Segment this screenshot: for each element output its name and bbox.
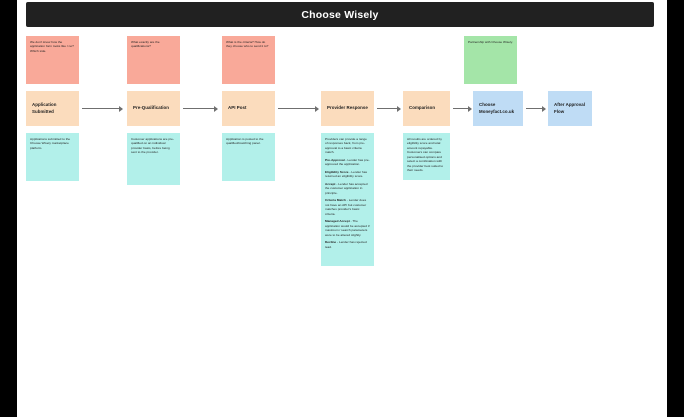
question-note-application[interactable]: We don't know how the application form l… — [26, 36, 79, 84]
step-after-approval-flow-label: After Approval Flow — [554, 101, 586, 114]
provider-response-item-term: Pre-Approval — [325, 157, 345, 162]
partnership-note-text: Partnership with Choose Wisely. — [468, 40, 513, 44]
arrow-choose-to-afterapproval — [526, 105, 546, 112]
step-application-submitted[interactable]: Application Submitted — [26, 91, 79, 126]
provider-response-item: Pre-Approval - Lender has pre-approved t… — [325, 158, 370, 167]
step-provider-response[interactable]: Provider Response — [321, 91, 374, 126]
description-note-application-submitted[interactable]: Applications submitted to the Choose Wis… — [26, 133, 79, 181]
step-api-post-label: API Post — [228, 105, 247, 111]
arrow-application-to-prequalification — [82, 105, 123, 112]
partnership-note[interactable]: Partnership with Choose Wisely. — [464, 36, 517, 84]
description-note-provider-response[interactable]: Providers can provide a range of respons… — [321, 133, 374, 266]
provider-response-item-term: Decline — [325, 240, 337, 245]
question-note-criteria-text: What is the criteria? How do they choose… — [226, 40, 269, 49]
description-note-pre-qualification-text: Customer applications are pre-qualified … — [131, 137, 174, 155]
step-comparison-label: Comparison — [409, 105, 436, 111]
description-note-comparison[interactable]: All results are ordered by eligibility s… — [403, 133, 450, 180]
page-header: Choose Wisely — [26, 2, 654, 27]
description-note-api-post[interactable]: Application is posted to the qualified/m… — [222, 133, 275, 181]
question-note-qualifications[interactable]: What exactly are the qualifications? — [127, 36, 180, 84]
arrow-providerresponse-to-comparison — [377, 105, 401, 112]
description-note-pre-qualification[interactable]: Customer applications are pre-qualified … — [127, 133, 180, 185]
page-title: Choose Wisely — [301, 8, 379, 21]
provider-response-item-detail: - Lender has returned an eligibility sco… — [325, 169, 368, 179]
arrow-apipost-to-providerresponse — [278, 105, 319, 112]
step-after-approval-flow[interactable]: After Approval Flow — [548, 91, 592, 126]
description-note-comparison-text: All results are ordered by eligibility s… — [407, 137, 444, 173]
provider-response-item-list: Pre-Approval - Lender has pre-approved t… — [325, 158, 370, 249]
description-note-provider-response-intro: Providers can provide a range of respons… — [325, 137, 367, 155]
provider-response-item-detail: - The application would be accepted if m… — [325, 219, 370, 237]
arrow-comparison-to-choose — [453, 105, 472, 112]
provider-response-item-detail: - Lender has pre-approved the applicatio… — [325, 157, 370, 167]
step-pre-qualification-label: Pre-Qualification — [133, 105, 169, 111]
step-pre-qualification[interactable]: Pre-Qualification — [127, 91, 180, 126]
step-choose-moneyfact-label: Choose Moneyfact.co.uk — [479, 101, 515, 114]
question-note-qualifications-text: What exactly are the qualifications? — [131, 40, 160, 49]
provider-response-item: Criteria Match - Lender does not have an… — [325, 198, 370, 216]
provider-response-item: Decline - Lender has rejected lead. — [325, 240, 370, 249]
step-api-post[interactable]: API Post — [222, 91, 275, 126]
provider-response-item: Eligibility Score - Lender has returned … — [325, 170, 370, 179]
question-note-criteria[interactable]: What is the criteria? How do they choose… — [222, 36, 275, 84]
arrow-prequalification-to-apipost — [183, 105, 218, 112]
provider-response-item: Accept - Lender has accepted the custome… — [325, 182, 370, 195]
provider-response-item-detail: - Lender has rejected lead. — [325, 240, 367, 249]
step-provider-response-label: Provider Response — [327, 105, 368, 111]
provider-response-item-term: Managed Accept — [325, 219, 350, 224]
provider-response-item-term: Eligibility Score — [325, 169, 349, 174]
description-note-application-submitted-text: Applications submitted to the Choose Wis… — [30, 137, 71, 150]
step-comparison[interactable]: Comparison — [403, 91, 450, 126]
question-note-application-text: We don't know how the application form l… — [30, 40, 74, 53]
provider-response-item-detail: - Lender has accepted the customer appli… — [325, 181, 368, 195]
provider-response-item-detail: - Lender does not have an API but custom… — [325, 198, 367, 216]
diagram-canvas: Choose Wisely We don't know how the appl… — [17, 0, 667, 417]
provider-response-item-term: Accept — [325, 181, 336, 186]
description-note-api-post-text: Application is posted to the qualified/m… — [226, 137, 264, 146]
provider-response-item: Managed Accept - The application would b… — [325, 219, 370, 237]
step-choose-moneyfact[interactable]: Choose Moneyfact.co.uk — [473, 91, 523, 126]
provider-response-item-term: Criteria Match — [325, 198, 346, 203]
step-application-submitted-label: Application Submitted — [32, 101, 57, 114]
